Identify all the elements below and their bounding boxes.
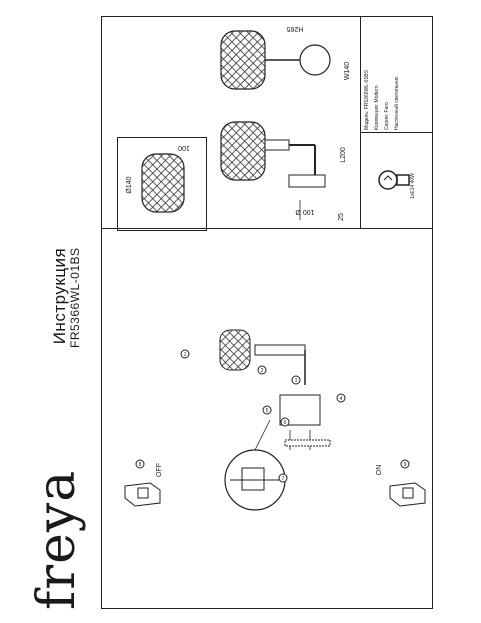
front-view-shade bbox=[141, 153, 185, 213]
side-view-drawing bbox=[220, 121, 326, 220]
step-number: 1 bbox=[184, 352, 187, 358]
switch-on-label: ON bbox=[376, 464, 383, 476]
bulb-icon bbox=[378, 170, 410, 190]
top-view-drawing bbox=[220, 30, 331, 90]
divider-bulb-box bbox=[360, 132, 433, 133]
switch-on-box bbox=[389, 482, 426, 507]
step-number: 6 bbox=[284, 420, 287, 426]
switch-off-box bbox=[124, 482, 161, 507]
assembly-drawing bbox=[219, 329, 331, 511]
page-frame bbox=[101, 16, 433, 609]
front-view-box bbox=[117, 137, 207, 231]
step-number: 3 bbox=[295, 378, 298, 384]
step-number: 8 bbox=[139, 462, 142, 468]
step-number: 5 bbox=[266, 408, 269, 414]
step-number: 4 bbox=[340, 396, 343, 402]
step-number: 7 bbox=[282, 476, 285, 482]
divider-top-section bbox=[101, 228, 433, 229]
step-number: 2 bbox=[261, 368, 264, 374]
divider-spec-column bbox=[360, 16, 361, 228]
step-number: 9 bbox=[404, 462, 407, 468]
switch-off-label: OFF bbox=[156, 463, 163, 477]
